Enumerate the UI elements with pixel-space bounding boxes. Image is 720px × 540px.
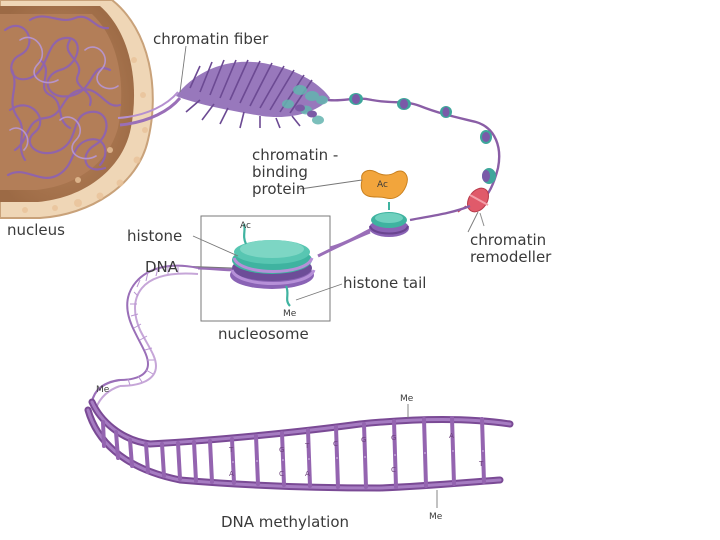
base-letter: A — [229, 470, 234, 478]
label-nucleus: nucleus — [7, 221, 65, 239]
dna-ladder: Me T A — [84, 378, 514, 522]
label-histone: histone — [127, 227, 183, 245]
base-letter: T — [304, 442, 310, 450]
base-letter: C — [333, 440, 338, 448]
label-nucleosome: nucleosome — [218, 325, 309, 343]
label-dna: DNA — [145, 258, 179, 276]
chromatin-fiber — [176, 59, 501, 201]
base-letter: A — [449, 432, 454, 440]
base-letter: A — [305, 470, 310, 478]
label-chromatin-remodeller: chromatin remodeller — [470, 231, 552, 266]
base-letter: T — [228, 446, 234, 454]
base-letter: G — [391, 434, 396, 442]
methyl-mark-small: Me — [96, 385, 110, 395]
chromatin-remodeller — [457, 187, 489, 227]
base-letter: C — [391, 466, 396, 474]
acetyl-mark-on-protein: Ac — [377, 180, 388, 190]
leader-lines — [177, 45, 479, 301]
chromatin-binding-protein: Ac — [360, 169, 408, 199]
dna-double-helix — [119, 264, 199, 387]
label-chromatin-fiber: chromatin fiber — [153, 30, 269, 48]
label-histone-tail: histone tail — [343, 274, 427, 292]
base-letter: G — [361, 436, 366, 444]
acetyl-mark: Ac — [240, 221, 251, 231]
base-letter: C — [279, 470, 284, 478]
label-dna-methylation: DNA methylation — [221, 513, 349, 531]
base-letter: G — [279, 446, 284, 454]
base-letter: T — [478, 460, 484, 468]
nucleosome-box: Ac Me — [197, 215, 371, 322]
nucleus — [0, 0, 182, 219]
label-chromatin-binding-protein: chromatin - binding protein — [252, 146, 339, 198]
methyl-mark-bottom: Me — [429, 512, 443, 522]
methyl-mark-histone: Me — [283, 309, 297, 319]
methyl-mark-top: Me — [400, 394, 414, 404]
bound-nucleosome — [369, 202, 409, 237]
